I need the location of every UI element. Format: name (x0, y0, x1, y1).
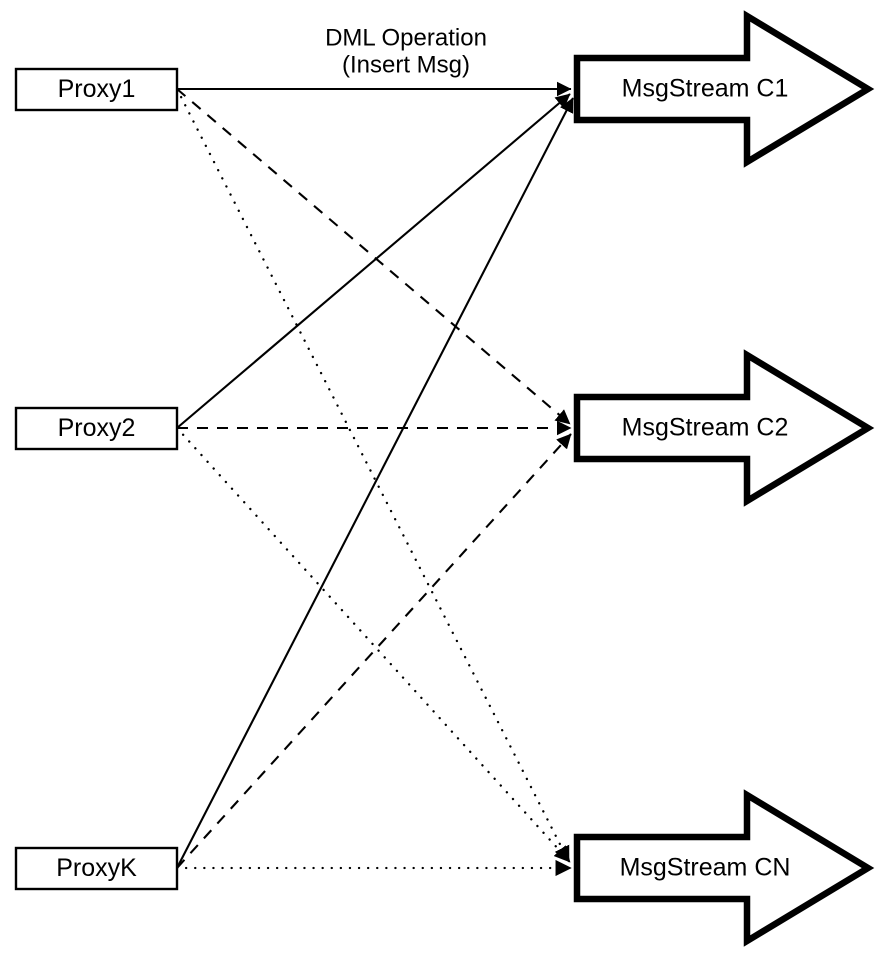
c2-label: MsgStream C2 (622, 414, 789, 442)
proxy2-rect (14, 406, 179, 451)
edge-group-proxy1 (175, 81, 572, 864)
c2-arrow-outline (573, 349, 875, 507)
c1-label: MsgStream C1 (622, 75, 789, 103)
proxyK-label: ProxyK (56, 854, 137, 882)
edge-group-proxyK (175, 97, 574, 877)
edge-group-proxy2 (175, 93, 572, 864)
c1-arrow-outline (573, 10, 875, 168)
proxyK-rect (14, 846, 179, 891)
edge-proxyK-to-c1 (176, 97, 574, 869)
operation-label-line1: DML Operation (325, 24, 487, 51)
operation-label-line2: (Insert Msg) (342, 51, 470, 78)
stream-shape-c2[interactable]: MsgStream C2 (573, 349, 875, 507)
cn-arrow-outline (573, 789, 875, 947)
proxy1-rect (14, 67, 179, 112)
edge-proxy1-to-c2 (176, 88, 571, 425)
proxy-box-proxyK[interactable]: ProxyK (14, 846, 179, 891)
edge-proxy1-to-cn (175, 87, 571, 864)
stream-shape-cn[interactable]: MsgStream CN (573, 789, 875, 947)
cn-label: MsgStream CN (620, 854, 791, 882)
stream-shape-c1[interactable]: MsgStream C1 (573, 10, 875, 168)
edge-proxyK-to-c2 (176, 433, 572, 869)
proxy1-label: Proxy1 (58, 75, 136, 103)
proxy2-label: Proxy2 (58, 414, 136, 442)
proxy-box-proxy1[interactable]: Proxy1 (14, 67, 179, 112)
edge-proxy2-to-cn (175, 426, 572, 864)
proxy-box-proxy2[interactable]: Proxy2 (14, 406, 179, 451)
edge-proxy2-to-c1 (176, 93, 571, 429)
operation-label: DML Operation (Insert Msg) (325, 24, 487, 78)
